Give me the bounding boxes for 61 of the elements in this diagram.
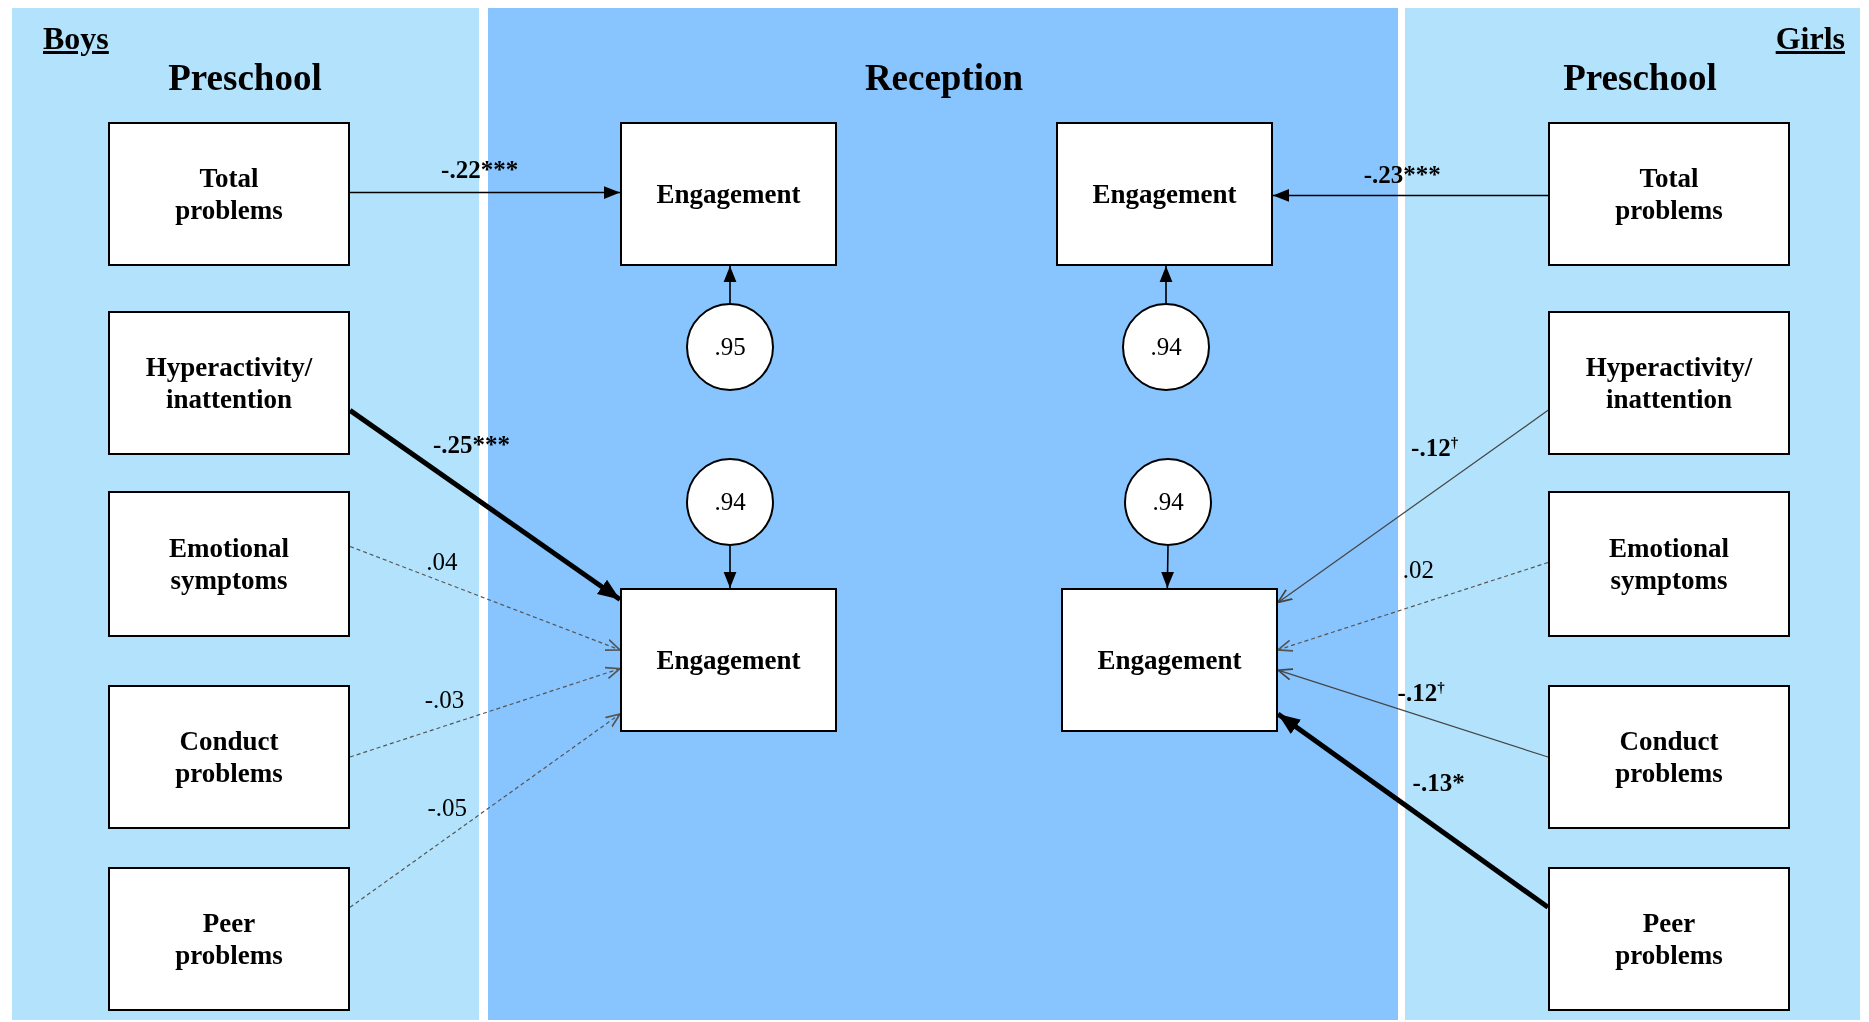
- path-arrow: [1272, 189, 1549, 202]
- path-arrow: [349, 186, 621, 199]
- path-coefficient: -.25***: [432, 431, 511, 460]
- path-coefficient: .04: [426, 547, 458, 576]
- variable-box: [108, 867, 350, 1011]
- path-arrow: [349, 666, 621, 758]
- variable-box: [620, 588, 837, 732]
- path-arrow: [1159, 265, 1173, 304]
- variable-box: [1548, 685, 1790, 829]
- variable-box: [108, 491, 350, 637]
- variable-label: Total problems: [1615, 161, 1723, 227]
- error-variance: .94: [1152, 488, 1184, 516]
- error-variance: .94: [714, 488, 746, 516]
- variable-label: Conduct problems: [1615, 724, 1723, 790]
- stage-heading: Preschool: [168, 56, 322, 99]
- path-arrow: [348, 408, 622, 602]
- variable-box: [620, 122, 837, 266]
- path-arrow: [1161, 545, 1174, 589]
- path-arrow: [1277, 561, 1549, 652]
- group-heading: Boys: [43, 20, 109, 57]
- variable-box: [1056, 122, 1273, 266]
- stage-heading: Preschool: [1563, 56, 1717, 99]
- group-heading: Girls: [1775, 20, 1845, 57]
- path-arrow: [1276, 711, 1550, 910]
- variable-label: Emotional symptoms: [169, 531, 289, 597]
- path-arrow: [723, 545, 737, 589]
- error-variance: .94: [1150, 333, 1182, 361]
- variable-label: Engagement: [1097, 643, 1242, 677]
- variable-box: [1548, 867, 1790, 1011]
- variable-label: Engagement: [656, 643, 801, 677]
- stage-heading: Reception: [864, 56, 1024, 99]
- path-coefficient: -.13*: [1412, 769, 1465, 797]
- variable-label: Engagement: [656, 177, 801, 211]
- path-coefficient: -.22***: [441, 155, 519, 184]
- variable-label: Total problems: [175, 161, 283, 227]
- path-arrow: [349, 713, 621, 908]
- variable-box: [1061, 588, 1278, 732]
- variable-box: [1548, 122, 1790, 266]
- path-coefficient: .02: [1402, 556, 1434, 585]
- variable-label: Emotional symptoms: [1609, 531, 1729, 597]
- path-arrow: [723, 265, 737, 304]
- variable-box: [1548, 491, 1790, 637]
- path-coefficient: -.12$^{†}$: [1397, 679, 1445, 708]
- variable-box: [1548, 311, 1790, 455]
- error-variance: .95: [714, 333, 746, 361]
- path-arrow: [349, 545, 621, 651]
- variable-box: [108, 122, 350, 266]
- path-coefficient: -.12$^{†}$: [1411, 433, 1459, 463]
- path-arrow: [1277, 668, 1549, 758]
- variable-box: [108, 685, 350, 829]
- path-coefficient: -.23***: [1363, 161, 1441, 190]
- variable-label: Conduct problems: [175, 724, 283, 790]
- variable-label: Peer problems: [175, 906, 283, 972]
- variable-label: Engagement: [1092, 177, 1237, 211]
- path-coefficient: -.03: [424, 686, 465, 715]
- path-arrow: [1277, 409, 1549, 604]
- path-coefficient: -.05: [427, 793, 467, 822]
- variable-label: Peer problems: [1615, 906, 1723, 972]
- variable-label: Hyperactivity/ inattention: [145, 350, 313, 416]
- variable-label: Hyperactivity/ inattention: [1585, 350, 1753, 416]
- variable-box: [108, 311, 350, 455]
